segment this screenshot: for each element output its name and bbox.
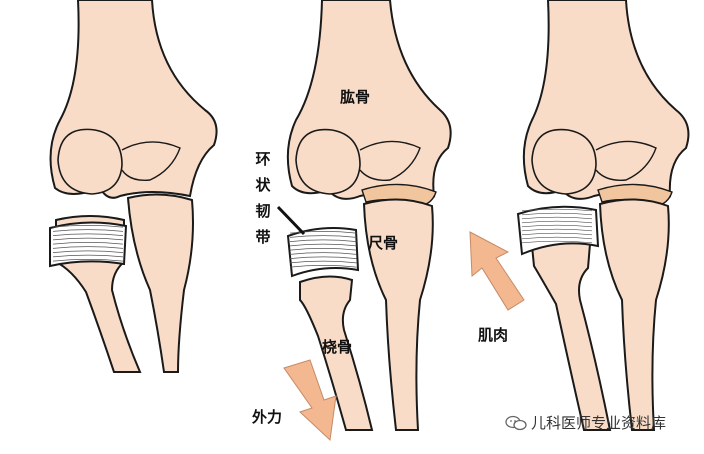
annular-ligament-1 [49,221,128,268]
label-annular-ligament-char-1: 环 [255,150,271,168]
label-external-force: 外力 [252,408,283,426]
label-humerus: 肱骨 [340,88,371,106]
label-radius: 桡骨 [322,338,353,356]
label-annular-ligament-char-4: 带 [255,228,271,246]
panel-muscle-pull [469,0,690,431]
ulna-shape-3 [598,198,670,431]
label-annular-ligament-char-2: 状 [255,176,271,194]
annular-ligament-2 [286,227,360,278]
panel-external-force [276,0,452,442]
ulna-shape-1 [126,193,194,373]
radius-shape-2 [299,275,374,431]
label-annular-ligament: 环 状 韧 带 [254,152,272,256]
annular-ligament-3 [516,205,600,256]
panel-normal [49,0,218,373]
watermark-text: 儿科医师专业资料库 [531,414,667,432]
wechat-bubble-icon [505,415,527,430]
radius-shape-3 [530,239,612,431]
external-force-arrow [283,359,337,442]
label-ulna: 尺骨 [368,234,399,252]
ulna-shape-2 [362,198,434,431]
ligament-pointer-line [276,205,306,236]
label-muscle: 肌肉 [478,326,509,344]
label-annular-ligament-char-3: 韧 [255,202,271,220]
muscle-arrow [469,231,525,311]
watermark: 儿科医师专业资料库 [505,412,666,433]
